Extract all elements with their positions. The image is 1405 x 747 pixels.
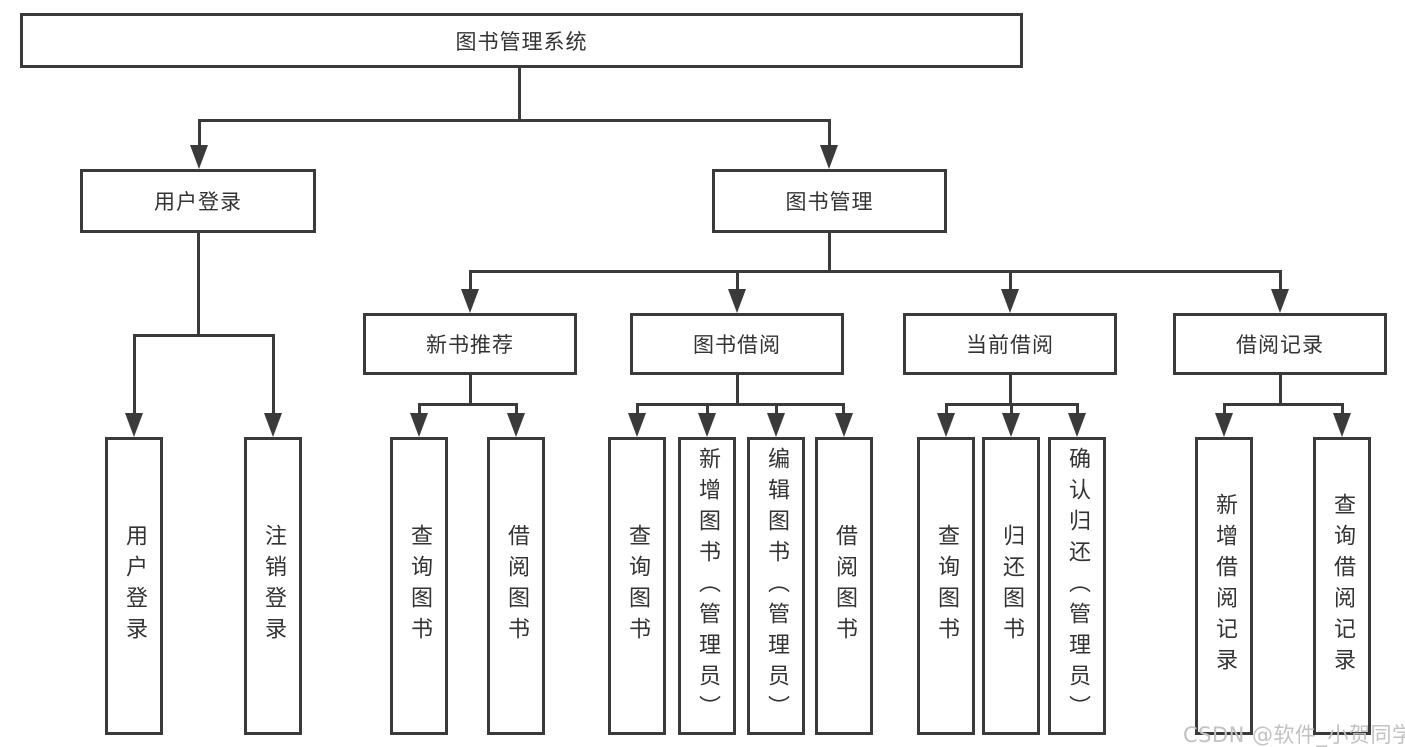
arrow-down-icon	[410, 413, 428, 437]
connector-line	[198, 119, 831, 122]
arrow-down-icon	[190, 145, 208, 169]
leaf-logout-login-label: 注销登录	[261, 524, 286, 648]
leaf-nb-query-books: 查询图书	[390, 437, 448, 735]
connector-line	[736, 270, 739, 292]
leaf-br-add-record: 新增借阅记录	[1195, 437, 1253, 735]
node-user-login: 用户登录	[80, 169, 316, 233]
leaf-cb-query-books: 查询图书	[917, 437, 975, 735]
leaf-bb-query-books-label: 查询图书	[625, 524, 650, 648]
connector-line	[1223, 403, 1344, 406]
node-root-label: 图书管理系统	[455, 29, 588, 54]
leaf-cb-return-books: 归还图书	[982, 437, 1040, 735]
arrow-down-icon	[1271, 289, 1289, 313]
node-new-book-recommend-label: 新书推荐	[426, 333, 514, 357]
connector-line	[636, 403, 639, 417]
connector-line	[469, 270, 1282, 273]
leaf-br-add-record-label: 新增借阅记录	[1212, 493, 1237, 679]
arrow-down-icon	[264, 413, 282, 437]
arrow-down-icon	[1215, 413, 1233, 437]
node-user-login-label: 用户登录	[154, 190, 242, 214]
connector-line	[1009, 374, 1012, 406]
leaf-bb-add-books-label: 新增图书（管理员）	[695, 446, 720, 726]
arrow-down-icon	[835, 413, 853, 437]
leaf-br-query-record-label: 查询借阅记录	[1330, 493, 1355, 679]
arrow-down-icon	[820, 145, 838, 169]
leaf-bb-borrow-books-label: 借阅图书	[832, 524, 857, 648]
connector-line	[842, 403, 845, 417]
arrow-down-icon	[1068, 413, 1086, 437]
connector-line	[469, 374, 472, 406]
leaf-logout-login: 注销登录	[244, 437, 302, 735]
connector-line	[515, 403, 518, 417]
arrow-down-icon	[698, 413, 716, 437]
leaf-nb-borrow-books-label: 借阅图书	[504, 524, 529, 648]
leaf-cb-confirm-return-label: 确认归还（管理员）	[1065, 446, 1090, 726]
connector-line	[1223, 403, 1226, 417]
connector-line	[636, 403, 845, 406]
node-current-borrow: 当前借阅	[903, 313, 1117, 375]
watermark: CSDN @软件_小贺同学	[1183, 723, 1405, 747]
node-root: 图书管理系统	[20, 13, 1023, 68]
arrow-down-icon	[461, 289, 479, 313]
connector-line	[1279, 374, 1282, 406]
connector-line	[828, 119, 831, 149]
leaf-bb-query-books: 查询图书	[608, 437, 666, 735]
connector-line	[198, 119, 201, 149]
arrow-down-icon	[507, 413, 525, 437]
leaf-user-login: 用户登录	[105, 437, 163, 735]
node-borrow-records-label: 借阅记录	[1236, 333, 1324, 357]
leaf-cb-query-books-label: 查询图书	[934, 524, 959, 648]
leaf-user-login-label: 用户登录	[122, 524, 147, 648]
node-new-book-recommend: 新书推荐	[363, 313, 577, 375]
arrow-down-icon	[628, 413, 646, 437]
connector-line	[418, 403, 518, 406]
leaf-br-query-record: 查询借阅记录	[1313, 437, 1371, 735]
node-book-management: 图书管理	[712, 169, 947, 233]
connector-line	[418, 403, 421, 417]
connector-line	[1010, 403, 1013, 417]
leaf-bb-edit-books: 编辑图书（管理员）	[747, 437, 805, 735]
connector-line	[197, 232, 200, 337]
arrow-down-icon	[937, 413, 955, 437]
leaf-cb-return-books-label: 归还图书	[999, 524, 1024, 648]
arrow-down-icon	[728, 289, 746, 313]
connector-line	[1076, 403, 1079, 417]
connector-line	[1009, 270, 1012, 292]
arrow-down-icon	[1002, 413, 1020, 437]
connector-line	[775, 403, 778, 417]
connector-line	[518, 66, 521, 121]
leaf-nb-borrow-books: 借阅图书	[487, 437, 545, 735]
node-book-borrow-label: 图书借阅	[693, 333, 781, 357]
connector-line	[272, 334, 275, 416]
connector-line	[706, 403, 709, 417]
connector-line	[469, 270, 472, 292]
leaf-nb-query-books-label: 查询图书	[407, 524, 432, 648]
leaf-bb-add-books: 新增图书（管理员）	[678, 437, 736, 735]
leaf-bb-edit-books-label: 编辑图书（管理员）	[764, 446, 789, 726]
connector-line	[945, 403, 948, 417]
leaf-bb-borrow-books: 借阅图书	[815, 437, 873, 735]
connector-line	[736, 374, 739, 406]
node-borrow-records: 借阅记录	[1173, 313, 1387, 375]
leaf-cb-confirm-return: 确认归还（管理员）	[1048, 437, 1106, 735]
connector-line	[133, 334, 275, 337]
node-book-borrow: 图书借阅	[630, 313, 844, 375]
arrow-down-icon	[1333, 413, 1351, 437]
connector-line	[828, 232, 831, 273]
arrow-down-icon	[767, 413, 785, 437]
node-current-borrow-label: 当前借阅	[966, 333, 1054, 357]
arrow-down-icon	[1001, 289, 1019, 313]
connector-line	[1341, 403, 1344, 417]
connector-line	[133, 334, 136, 416]
connector-line	[1279, 270, 1282, 292]
arrow-down-icon	[125, 413, 143, 437]
node-book-management-label: 图书管理	[785, 190, 874, 214]
